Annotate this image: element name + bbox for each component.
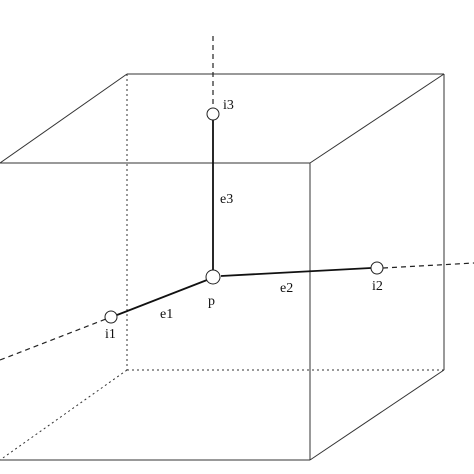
label-i2: i2 [372, 279, 383, 294]
label-e1: e1 [160, 307, 173, 322]
node-i1 [104, 310, 118, 324]
label-e3: e3 [220, 192, 233, 207]
label-p: p [208, 294, 215, 309]
node-i2 [370, 261, 384, 275]
node-p [205, 269, 221, 285]
edge-e1-segment [116, 279, 208, 316]
edge-e2-segment [220, 267, 372, 277]
node-i3 [206, 107, 220, 121]
e2-axis-dashed [382, 262, 474, 269]
label-i1: i1 [105, 327, 116, 342]
bottom-left-connector-hidden [0, 369, 128, 461]
label-e2: e2 [280, 281, 293, 296]
top-left-connector [0, 73, 128, 164]
top-right-connector [309, 73, 445, 164]
e1-axis-dashed [0, 318, 107, 361]
bottom-right-connector [309, 369, 445, 461]
label-i3: i3 [223, 98, 234, 113]
